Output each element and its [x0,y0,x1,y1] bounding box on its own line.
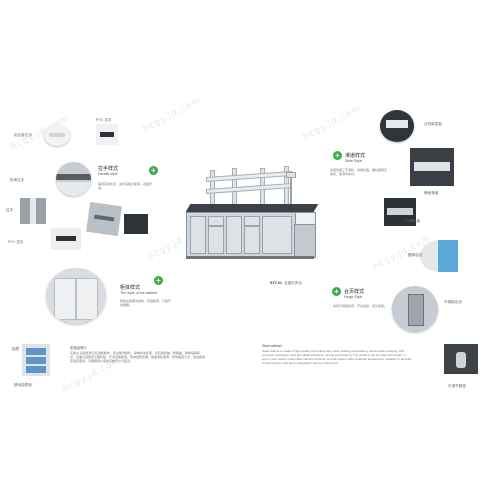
drawer-cabinet-label: 移动抽屉柜 [14,383,32,387]
handle-side-photo [20,198,46,224]
intro-text: 实验台 采用优质冷轧钢板制作，经过酸洗磷化、静电喷涂处理，具有耐腐蚀、耐酸碱、承… [70,351,206,363]
cabinet-style-description: 柜体采用钢木结构，稳固耐用，门板开合顺畅。 [120,299,172,307]
handle-style-description: 美观实用拉手，适合实验台使用，表面光洁。 [98,182,153,190]
hinge-style-subtitle: Hinge Style [344,295,363,299]
triple-rail-photo [384,198,416,226]
slide-style-title: 滑道样式 [345,153,366,159]
pvc-handle-top-label: PVC 拉手 [96,118,112,122]
english-heading: Steel cabinet [262,344,282,348]
handle-style-title: 拉手样式 [98,166,119,172]
handle-style-subtitle: Handle style [98,172,118,176]
slide-detail-label: 静音滑道 [424,191,439,195]
product-name: 全钢中央台 [284,281,302,285]
handle-corner-photo [124,214,148,234]
slide-style-plus-icon: + [333,151,342,160]
slide-style-subtitle: Slide Style [345,159,362,163]
corner-edge-photo [420,240,458,272]
pvc-handle-bottom-label: PVC 拉手 [8,240,24,244]
cabinet-handle-photo [56,162,91,196]
cabinet-handle-label: 柜体拉手 [10,178,25,182]
corner-edge-label: 圆角包边 [408,253,423,257]
hinge-style-description: 采用不锈钢合页，开合自如，经久耐用。 [333,304,388,308]
triple-rail-label: 三节滑轨道 [402,219,420,223]
hinge-style-title: 合页样式 [344,289,365,295]
watermark: hcgy.jd.com [141,95,204,135]
lab-bench-illustration [180,160,330,270]
handle-style-plus-icon: + [149,166,158,175]
adjust-foot-label: 可调节脚垫 [448,384,466,388]
aluminum-handle-photo [44,124,70,146]
cabinet-style-photo [46,268,106,324]
slide-style-description: 采用优质三节滑轨，承重性强，推拉顺滑无噪音，使用寿命长。 [330,168,388,176]
pvc-handle-bottom-photo [51,228,81,250]
drawer-cabinet-photo [22,344,50,376]
cabinet-style-plus-icon: + [154,276,163,285]
hinge-detail-label: 不锈钢合页 [444,300,462,304]
adjust-foot-photo [444,344,478,374]
handle-side-label: 拉手 [6,208,14,212]
hinge-detail-photo [392,286,438,332]
cabinet-style-title: 柜体样式 [120,285,141,291]
english-text: Steel cabinet is made of high quality co… [262,349,412,365]
pvc-handle-top-photo [96,124,118,145]
handle-detail-photo [86,201,122,237]
reagent-shelf-photo [380,110,414,142]
hinge-style-plus-icon: + [332,287,341,296]
product-code: SYT-01 [270,281,282,285]
reagent-shelf-label: 试剂架层板 [424,122,442,126]
cabinet-style-subtitle: The style of the cabinet [120,291,158,295]
aluminum-handle-label: 铝合金拉手 [14,133,32,137]
intro-heading: 实验台简介 [70,346,87,350]
watermark: hcgy.jd.com [301,103,364,143]
slide-detail-photo [410,148,454,186]
drawer-label: 抽屉 [12,347,20,351]
